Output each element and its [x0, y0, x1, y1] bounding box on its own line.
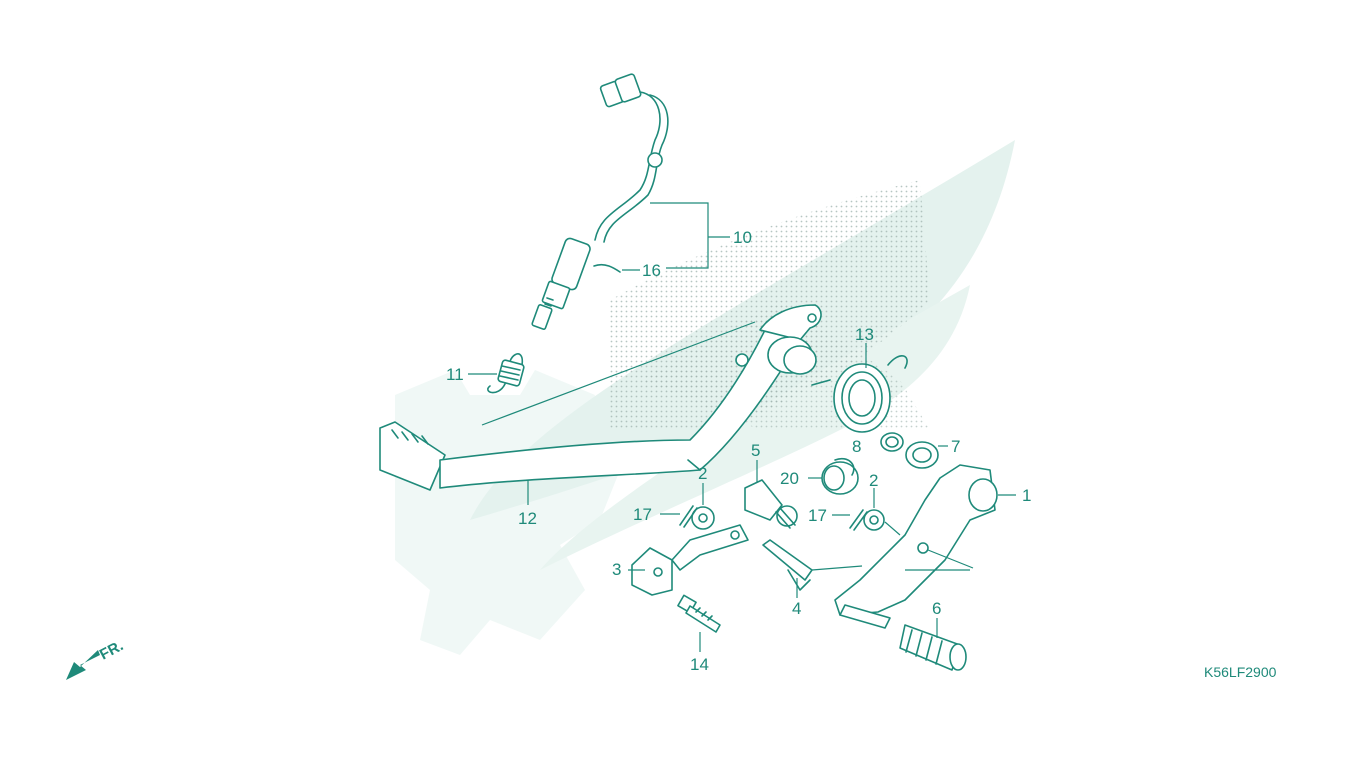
washer-2-right — [863, 488, 885, 531]
callout-1: 1 — [1022, 486, 1031, 505]
pivot-5 — [744, 460, 798, 529]
bolt-14 — [677, 594, 721, 652]
callout-11: 11 — [446, 365, 464, 384]
callout-4: 4 — [792, 599, 801, 618]
callout-2-left: 2 — [698, 464, 707, 483]
shift-arm-1 — [834, 464, 1016, 616]
joint-4 — [762, 539, 863, 598]
washer-7 — [905, 441, 948, 469]
callout-6: 6 — [932, 599, 941, 618]
washer-2-left — [691, 483, 715, 530]
callout-13: 13 — [855, 325, 874, 344]
leader-10 — [622, 202, 730, 271]
brake-pedal-12 — [379, 304, 822, 505]
callout-10: 10 — [733, 228, 752, 247]
callout-3: 3 — [612, 560, 621, 579]
cotter-pin-17-right — [832, 509, 901, 536]
return-spring-13 — [811, 343, 908, 433]
pedal-rubber-6 — [839, 604, 967, 671]
callout-20: 20 — [780, 469, 799, 488]
front-arrow-icon — [66, 650, 100, 680]
callout-17-left: 17 — [633, 505, 652, 524]
front-indicator-label: FR. — [97, 637, 126, 663]
callout-7: 7 — [951, 437, 960, 456]
callout-8: 8 — [852, 437, 861, 456]
callout-5: 5 — [751, 441, 760, 460]
washer-8 — [880, 432, 904, 452]
diagram-code: K56LF2900 — [1204, 664, 1277, 680]
bracket-3 — [628, 524, 749, 596]
callout-17-right: 17 — [808, 506, 827, 525]
callout-16: 16 — [642, 261, 661, 280]
cotter-pin-17-left — [660, 505, 698, 528]
callout-14: 14 — [690, 655, 709, 674]
pin-16 — [593, 263, 621, 273]
collar-20 — [808, 457, 859, 495]
callout-2-right: 2 — [869, 471, 878, 490]
callout-12: 12 — [518, 509, 537, 528]
spring-11 — [468, 353, 525, 394]
brake-switch-assembly — [531, 73, 669, 330]
